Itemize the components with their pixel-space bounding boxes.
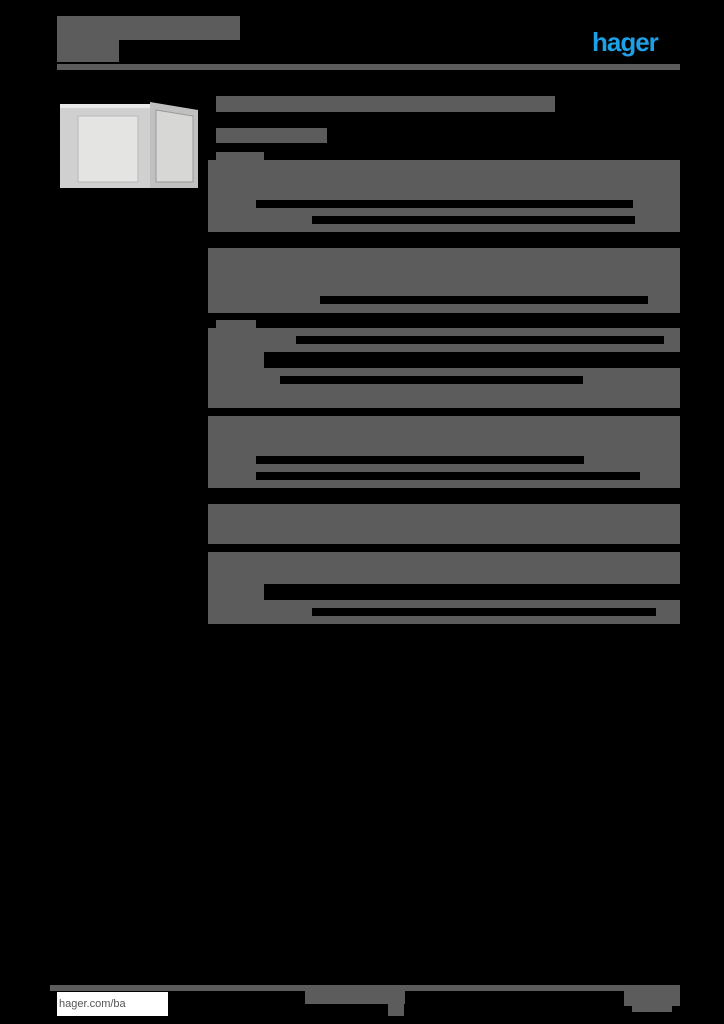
header-rule	[57, 64, 680, 70]
product-title-redacted	[216, 96, 555, 112]
section-label	[216, 320, 256, 330]
footer-website-link[interactable]: hager.com/ba	[57, 992, 168, 1016]
table-row	[208, 504, 680, 544]
footer-rule	[50, 985, 680, 991]
footer-page-redacted-2	[632, 1000, 672, 1012]
footer-center-redacted	[305, 990, 405, 1004]
table-row	[208, 584, 264, 600]
header-subtitle-redacted	[57, 38, 119, 62]
product-image-enclosure	[60, 102, 198, 188]
hager-logo: hager	[592, 27, 659, 57]
table-row	[208, 552, 680, 584]
footer-center-redacted-2	[388, 1000, 404, 1016]
header-title-redacted	[57, 16, 240, 40]
product-subtitle-redacted	[216, 128, 327, 143]
